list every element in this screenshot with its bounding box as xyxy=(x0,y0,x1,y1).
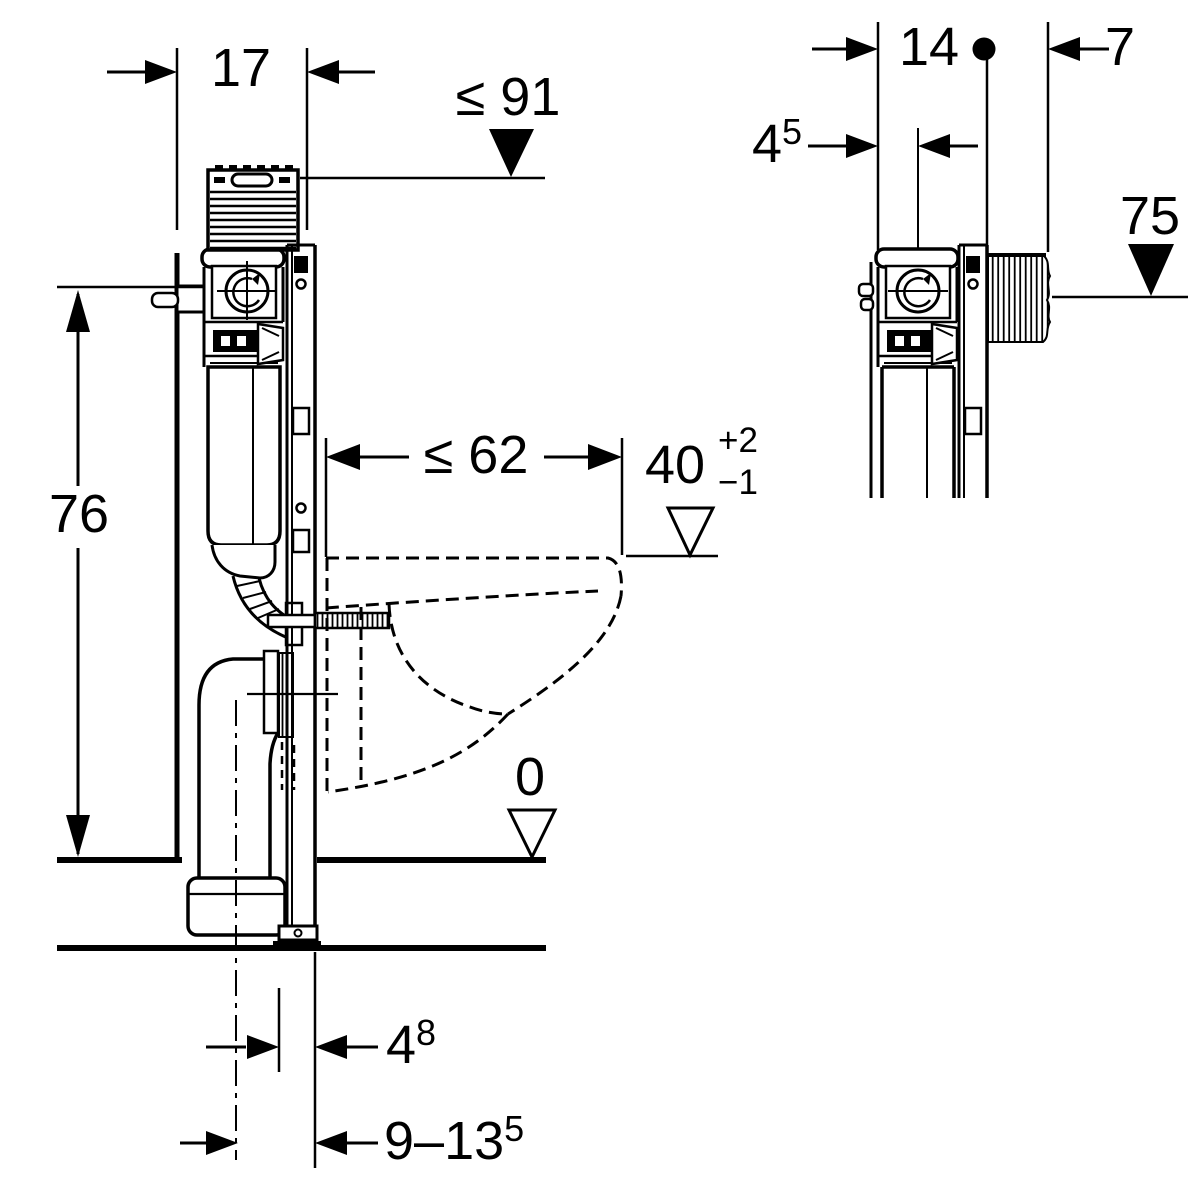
flush-bend-pipe xyxy=(231,575,304,647)
arrow-left-icon xyxy=(918,134,950,158)
level-marker-filled-icon xyxy=(489,129,534,177)
dim-40-label: 40 xyxy=(645,435,705,495)
detail-cistern-top xyxy=(857,247,960,498)
dim-valve-offset xyxy=(808,134,978,158)
level-marker-open-icon xyxy=(506,808,558,861)
arrow-left-icon xyxy=(326,444,360,470)
level-pan-top xyxy=(626,506,718,559)
arrow-up-icon xyxy=(66,290,90,332)
main-view: 17 ≤ 91 76 ≤ 62 xyxy=(49,38,758,1171)
dim-frame-depth xyxy=(107,48,375,230)
service-opening xyxy=(887,330,931,352)
dim-45-label: 45 xyxy=(752,111,802,174)
level-top-max xyxy=(300,129,545,180)
arrow-down-icon xyxy=(66,815,90,857)
arrow-right-icon xyxy=(846,134,878,158)
detail-frame-rail xyxy=(957,243,989,498)
arrow-right-icon xyxy=(846,37,878,61)
fixing-rod xyxy=(266,611,391,630)
level-marker-filled-icon xyxy=(1128,244,1174,296)
arrow-left-icon xyxy=(307,60,339,84)
dim-17-label: 17 xyxy=(211,38,271,98)
dim-75-label: 75 xyxy=(1120,186,1180,246)
dim-40-tol-plus: +2 xyxy=(718,421,758,460)
dim-76-label: 76 xyxy=(49,484,109,544)
cistern-top-assembly xyxy=(150,247,286,367)
arrow-right-icon xyxy=(588,444,622,470)
arrow-right-icon xyxy=(206,1131,238,1155)
arrow-left-icon xyxy=(1048,37,1080,61)
dim-le91-label: ≤ 91 xyxy=(456,67,561,127)
dimension-dot-icon xyxy=(972,37,996,61)
flush-valve xyxy=(256,322,285,366)
dim-outlet-range xyxy=(180,1131,378,1155)
dim-48-label: 48 xyxy=(386,1012,436,1075)
arrow-right-icon xyxy=(247,1035,279,1059)
dim-element-depth xyxy=(812,37,996,61)
dim-7-label: 7 xyxy=(1105,17,1135,77)
flush-valve xyxy=(930,322,959,366)
water-supply-stub xyxy=(175,284,206,314)
dim-pan-depth xyxy=(324,438,624,557)
protection-box xyxy=(206,165,300,252)
dim-le62-label: ≤ 62 xyxy=(424,425,529,485)
dim-wall-finish xyxy=(1048,37,1109,61)
arrow-right-icon xyxy=(145,60,177,84)
frame-rail xyxy=(273,243,321,948)
level-marker-open-icon xyxy=(665,506,716,559)
cistern-tank xyxy=(206,365,282,580)
wc-pan-outline xyxy=(280,556,623,794)
level-0-label: 0 xyxy=(515,747,545,807)
arrow-left-icon xyxy=(315,1035,347,1059)
dim-outlet-offset xyxy=(206,952,378,1168)
dim-40-tol-minus: −1 xyxy=(718,463,758,502)
dim-913-label: 9–135 xyxy=(384,1108,524,1171)
detail-view: 14 7 45 75 xyxy=(752,17,1188,498)
level-actuation xyxy=(1052,244,1188,299)
service-opening xyxy=(213,330,257,352)
arrow-left-icon xyxy=(315,1131,347,1155)
dim-14-label: 14 xyxy=(899,17,959,77)
wall-finish-hatch xyxy=(987,253,1052,343)
dim-connection-height xyxy=(57,285,203,857)
